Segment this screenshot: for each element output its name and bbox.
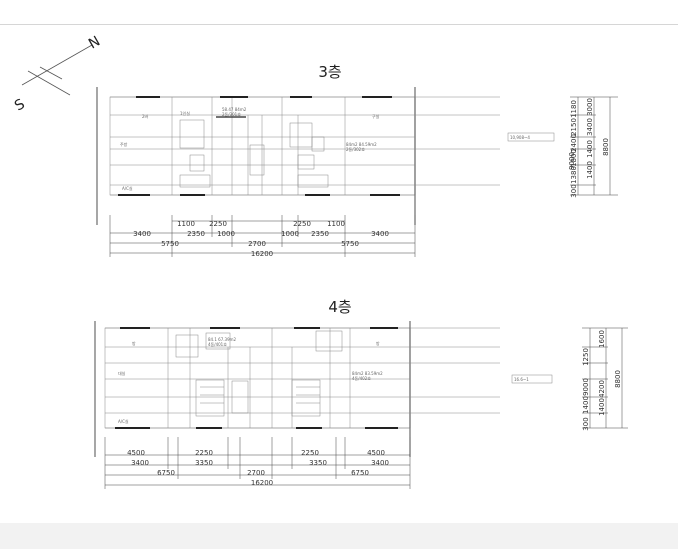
floor-3-dim: 1000	[281, 230, 299, 238]
floor-4-bottom-dim-labels: 4500 2250 2250 4500 3400 3350 3350 3400 …	[127, 449, 389, 487]
floor-4-right-dim: 4200	[598, 380, 606, 398]
floor-3-room-label: 주방	[120, 141, 128, 147]
floor-3-dim: 2350	[311, 230, 329, 238]
floor-3-room-label: 2동/302호	[346, 147, 365, 152]
floor-4-dim: 2250	[301, 449, 319, 457]
floor-4-room-label: 4동/402호	[352, 376, 371, 381]
floor-4-dim: 3350	[195, 459, 213, 467]
floor-4-dim: 4500	[127, 449, 145, 457]
floor-4-side-note: 16.6~1	[514, 377, 529, 382]
floor-4-dim: 6750	[157, 469, 175, 477]
floor-4-right-dim: 1400	[582, 396, 590, 414]
floor-3-total: 16200	[251, 250, 273, 258]
floor-3-right-dim: 1400	[586, 140, 594, 158]
top-bar	[0, 0, 678, 25]
floor-3-room-label: 2바	[142, 113, 149, 119]
floor-3-plan	[96, 87, 500, 225]
floor-3-right-dim: 1380	[570, 166, 578, 184]
floor-3-side-note: 10,908~4	[510, 135, 530, 140]
compass	[21, 44, 93, 96]
floor-4-dim: 2250	[195, 449, 213, 457]
floor-4-room-label: 방	[132, 340, 136, 346]
floor-4-right-dim: 300	[582, 417, 590, 430]
floor-3-right-dim: 2400	[570, 134, 578, 152]
floor-3-bottom-dims	[109, 215, 416, 257]
floor-4-room-label: 4동/401호	[208, 342, 227, 347]
drawing-canvas: N S 3층	[0, 25, 678, 523]
compass-line-3	[39, 66, 63, 80]
floor-4-title: 4층	[328, 298, 351, 316]
compass-line-2	[27, 70, 71, 96]
floor-4-note-box	[511, 374, 553, 384]
floor-4-right-dim: 1600	[598, 330, 606, 348]
floor-3-right-dim: 3400	[586, 118, 594, 136]
floor-4-right-total: 8800	[614, 370, 622, 388]
floor-3-dim: 2700	[248, 240, 266, 248]
floor-3-room-label: 구실	[372, 113, 380, 119]
floor-3-right-dim: 9000	[568, 152, 576, 170]
floor-3-right-dim-labels: 1180 2150 2400 1800 1380 300 3000 3400 1…	[568, 98, 610, 198]
floor-3-dim: 1100	[327, 220, 345, 228]
floor-3-room-label: 1인실	[180, 110, 190, 116]
floor-3-right-dim: 300	[570, 184, 578, 197]
floor-4-right-dim-labels: 1600 1250 4200 1400 1400 300 9000 8800	[582, 330, 622, 431]
floor-4-room-label: A/C실	[118, 418, 129, 424]
floor-3-room-label: A/C실	[122, 185, 133, 191]
floor-3-note-box	[507, 132, 555, 142]
floor-3-room-labels: 2바 58.47 84m2 2동/301호 주방 1인실 84m2 84.59m…	[120, 107, 380, 191]
floor-plan-drawing: N S 3층	[12, 33, 628, 489]
floor-4-right-dims	[582, 327, 628, 429]
floor-4-right-dim: 1400	[598, 398, 606, 416]
compass-line-1	[21, 44, 93, 86]
floor-4-plan	[94, 321, 500, 457]
floor-4-dim: 3400	[131, 459, 149, 467]
floor-3-right-dim: 1800	[570, 149, 578, 167]
floor-4-right-dim: 9000	[582, 378, 590, 396]
floor-3-dim: 2350	[187, 230, 205, 238]
floor-3-dim: 2250	[293, 220, 311, 228]
floor-3-dim: 1100	[177, 220, 195, 228]
floor-4-right-dim: 1250	[582, 348, 590, 366]
floor-3-right-dims	[570, 96, 618, 196]
floor-3-right-dim: 2150	[570, 118, 578, 136]
floor-4-room-labels: 방 84.1 67.39m2 4동/401호 대실 84m2 83.59m2 4…	[118, 337, 383, 424]
floor-4-dim: 4500	[367, 449, 385, 457]
floor-3-right-dim: 1400	[586, 161, 594, 179]
floor-4-room-label: 84m2 83.59m2	[352, 371, 383, 376]
floor-4-room-label: 대실	[118, 370, 126, 376]
floor-3-room-label: 58.47 84m2	[222, 107, 247, 112]
floor-3-dim: 1000	[217, 230, 235, 238]
floor-4-dim: 3350	[309, 459, 327, 467]
floor-4-bottom-dims	[104, 437, 411, 489]
compass-north-label: N	[86, 33, 103, 52]
floor-4-total: 16200	[251, 479, 273, 487]
floor-3-right-dim: 3000	[586, 98, 594, 116]
floor-3-bottom-dim-labels: 1100 2250 2250 1100 3400 2350 1000 1000 …	[133, 220, 389, 258]
floor-3-room-label: 84m2 84.59m2	[346, 142, 377, 147]
floor-4-dim: 6750	[351, 469, 369, 477]
floor-3-title: 3층	[318, 63, 341, 81]
floor-3-dim: 3400	[133, 230, 151, 238]
bottom-bar	[0, 523, 678, 549]
floor-4-room-label: 방	[376, 340, 380, 346]
floor-3-room-label: 2동/301호	[222, 112, 241, 117]
floor-3-dim: 2250	[209, 220, 227, 228]
floor-3-dim: 3400	[371, 230, 389, 238]
floor-4-room-label: 84.1 67.39m2	[208, 337, 237, 342]
floor-3-dim: 5750	[161, 240, 179, 248]
floor-4-dim: 2700	[247, 469, 265, 477]
floor-3-right-dim: 1180	[570, 100, 578, 118]
floor-3-dim: 5750	[341, 240, 359, 248]
floor-4-dim: 3400	[371, 459, 389, 467]
compass-south-label: S	[12, 96, 28, 114]
floor-3-right-total: 8800	[602, 138, 610, 156]
